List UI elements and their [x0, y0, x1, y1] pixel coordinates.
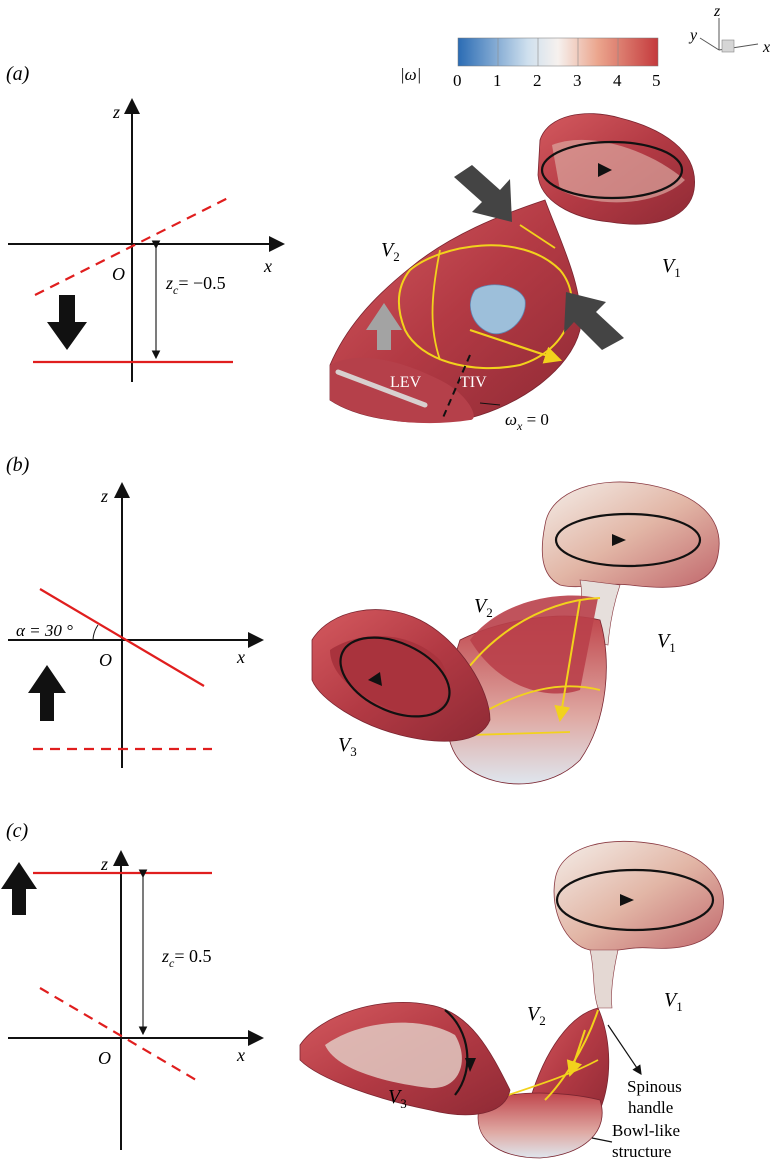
vortex-label-v2: V2 — [527, 1003, 546, 1028]
vortex-label-v3: V3 — [338, 734, 357, 759]
z-axis-label: z — [100, 854, 108, 874]
up-arrow-icon — [28, 665, 66, 721]
vortex-rendering-c: V1 V2 V3 Spinous handle Bowl-like struct… — [300, 841, 723, 1161]
schematic-c: z x O zc= 0.5 — [1, 852, 262, 1150]
vortex-label-v1: V1 — [664, 989, 683, 1014]
z-axis-label: z — [112, 102, 120, 122]
schematic-b: z x O α = 30 ° — [8, 484, 262, 768]
angle-arc — [93, 625, 98, 640]
panel-b: (b) z x O α = 30 ° — [6, 454, 719, 784]
axes-triad: z y x — [688, 3, 770, 56]
tiv-label: TIV — [460, 374, 487, 391]
triad-x-label: x — [762, 39, 770, 56]
omega-x-label: ωx = 0 — [505, 410, 549, 433]
colorbar-tick: 5 — [652, 71, 661, 90]
vortex-rendering-a: V1 V2 LEV TIV ωx = 0 — [330, 114, 695, 433]
colorbar-tick: 2 — [533, 71, 542, 90]
panel-c: (c) z x O zc= 0.5 — [1, 820, 723, 1161]
vortex-label-v2: V2 — [381, 239, 400, 264]
dashed-wing-line — [40, 988, 196, 1080]
up-arrow-icon — [1, 862, 37, 915]
colorbar-label: |ω| — [400, 65, 421, 84]
x-axis-label: x — [236, 1045, 245, 1065]
pressure-arrow-icon — [454, 165, 512, 222]
triad-z-label: z — [713, 3, 721, 20]
vortex-label-v1: V1 — [662, 255, 681, 280]
down-arrow-icon — [47, 295, 87, 350]
param-label: zc= −0.5 — [165, 273, 226, 297]
vortex-label-v2: V2 — [474, 595, 493, 620]
bowl-structure-label: structure — [612, 1142, 671, 1161]
colorbar-tick: 3 — [573, 71, 582, 90]
panel-label: (b) — [6, 454, 30, 476]
colorbar-tick: 0 — [453, 71, 462, 90]
colorbar-gradient — [458, 38, 658, 66]
z-axis-label: z — [100, 486, 108, 506]
panel-label: (c) — [6, 820, 29, 842]
x-axis-label: x — [263, 256, 272, 276]
origin-label: O — [98, 1048, 111, 1068]
triad-y-label: y — [688, 27, 698, 44]
spinous-handle-label: handle — [628, 1098, 673, 1117]
vortex-rendering-b: V1 V2 V3 — [312, 482, 719, 784]
schematic-a: z x O zc= −0.5 — [8, 100, 283, 382]
panel-label: (a) — [6, 63, 30, 85]
origin-label: O — [99, 650, 112, 670]
param-label: α = 30 ° — [16, 621, 73, 640]
lev-label: LEV — [390, 374, 422, 391]
x-axis-label: x — [236, 647, 245, 667]
colorbar: |ω| 0 1 2 3 4 5 — [400, 38, 661, 90]
bowl-structure-label: Bowl-like — [612, 1121, 680, 1140]
colorbar-tick: 4 — [613, 71, 622, 90]
colorbar-tick: 1 — [493, 71, 502, 90]
origin-label: O — [112, 264, 125, 284]
panel-a: (a) z x O zc= −0.5 — [6, 63, 695, 433]
param-label: zc= 0.5 — [161, 946, 212, 970]
vortex-label-v1: V1 — [657, 630, 676, 655]
spinous-handle-label: Spinous — [627, 1077, 682, 1096]
